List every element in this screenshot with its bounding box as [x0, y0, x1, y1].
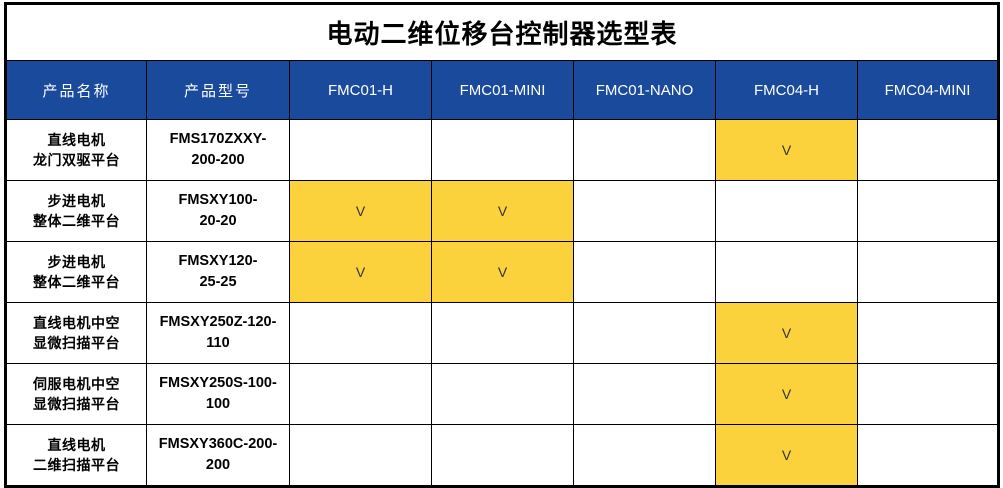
product-model-cell: FMS170ZXXY- 200-200	[146, 119, 290, 181]
mark-cell-fmc01-nano	[573, 302, 716, 364]
column-header-fmc04-h: FMC04-H	[715, 60, 858, 120]
table-row: 直线电机中空 显微扫描平台 FMSXY250Z-120- 110 V	[5, 302, 1000, 364]
product-name-line1: 直线电机	[47, 436, 106, 453]
table-row: 步进电机 整体二维平台 FMSXY100- 20-20 V V	[5, 180, 1000, 242]
product-model-line1: FMS170ZXXY-	[169, 130, 267, 147]
product-model-line2: 25-25	[199, 274, 237, 290]
mark-cell-fmc04-mini	[856, 241, 1000, 303]
product-model-line2: 110	[206, 335, 230, 351]
product-name-cell: 步进电机 整体二维平台	[5, 180, 147, 242]
product-name-line2: 显微扫描平台	[33, 396, 120, 412]
mark-cell-fmc01-h	[289, 119, 432, 181]
product-name-line2: 整体二维平台	[33, 274, 120, 290]
product-name-line1: 伺服电机中空	[33, 375, 120, 392]
product-name-cell: 直线电机 二维扫描平台	[5, 424, 147, 487]
mark-cell-fmc04-mini	[856, 180, 1000, 242]
product-name-cell: 伺服电机中空 显微扫描平台	[5, 363, 147, 425]
table-row: 直线电机 二维扫描平台 FMSXY360C-200- 200 V	[5, 424, 1000, 487]
product-name-line2: 龙门双驱平台	[33, 152, 120, 168]
table-row: 伺服电机中空 显微扫描平台 FMSXY250S-100- 100 V	[5, 363, 1000, 425]
mark-cell-fmc04-h: V	[715, 302, 858, 364]
product-model-cell: FMSXY120- 25-25	[146, 241, 290, 303]
product-model-cell: FMSXY360C-200- 200	[146, 424, 290, 487]
product-model-line1: FMSXY250Z-120-	[159, 313, 277, 330]
mark-cell-fmc04-mini	[856, 302, 1000, 364]
mark-cell-fmc01-h	[289, 424, 432, 487]
controller-selection-table: 电动二维位移台控制器选型表 产品名称 产品型号 FMC01-H FMC01-MI…	[4, 2, 1001, 488]
mark-cell-fmc01-nano	[573, 241, 716, 303]
mark-cell-fmc04-h	[715, 241, 858, 303]
mark-cell-fmc04-h: V	[715, 363, 858, 425]
mark-cell-fmc04-mini	[856, 119, 1000, 181]
title-row: 电动二维位移台控制器选型表	[5, 3, 999, 61]
product-name-line2: 二维扫描平台	[33, 457, 120, 473]
product-model-cell: FMSXY250Z-120- 110	[146, 302, 290, 364]
product-name-line2: 显微扫描平台	[33, 335, 120, 351]
mark-cell-fmc04-mini	[856, 363, 1000, 425]
mark-cell-fmc01-nano	[573, 119, 716, 181]
product-model-line2: 20-20	[199, 213, 237, 229]
column-header-fmc01-mini: FMC01-MINI	[431, 60, 574, 120]
column-header-product-model: 产品型号	[146, 60, 290, 120]
product-name-cell: 步进电机 整体二维平台	[5, 241, 147, 303]
product-name-line1: 步进电机	[47, 253, 106, 270]
table-row: 步进电机 整体二维平台 FMSXY120- 25-25 V V	[5, 241, 1000, 303]
product-name-line2: 整体二维平台	[33, 213, 120, 229]
product-model-line1: FMSXY120-	[178, 252, 258, 269]
product-model-line1: FMSXY100-	[178, 191, 258, 208]
product-name-cell: 直线电机中空 显微扫描平台	[5, 302, 147, 364]
mark-cell-fmc01-h	[289, 302, 432, 364]
product-name-line1: 步进电机	[47, 192, 106, 209]
mark-cell-fmc01-h	[289, 363, 432, 425]
product-model-line1: FMSXY250S-100-	[159, 374, 277, 391]
mark-cell-fmc01-nano	[573, 424, 716, 487]
table-header-row: 产品名称 产品型号 FMC01-H FMC01-MINI FMC01-NANO …	[5, 60, 1000, 120]
mark-cell-fmc04-mini	[856, 424, 1000, 487]
mark-cell-fmc01-mini	[431, 302, 574, 364]
mark-cell-fmc01-mini	[431, 424, 574, 487]
mark-cell-fmc01-nano	[573, 363, 716, 425]
page-title: 电动二维位移台控制器选型表	[5, 3, 999, 61]
product-name-cell: 直线电机 龙门双驱平台	[5, 119, 147, 181]
product-name-line1: 直线电机中空	[33, 314, 120, 331]
mark-cell-fmc01-nano	[573, 180, 716, 242]
product-model-line2: 100	[205, 396, 231, 412]
mark-cell-fmc01-mini: V	[431, 180, 574, 242]
product-model-cell: FMSXY250S-100- 100	[146, 363, 290, 425]
product-name-line1: 直线电机	[47, 131, 106, 148]
product-model-line2: 200	[205, 457, 231, 473]
column-header-fmc01-h: FMC01-H	[289, 60, 432, 120]
column-header-fmc01-nano: FMC01-NANO	[573, 60, 716, 120]
product-model-cell: FMSXY100- 20-20	[146, 180, 290, 242]
mark-cell-fmc01-mini	[431, 119, 574, 181]
mark-cell-fmc04-h: V	[715, 424, 858, 487]
table-row: 直线电机 龙门双驱平台 FMS170ZXXY- 200-200 V	[5, 119, 1000, 181]
mark-cell-fmc04-h: V	[715, 119, 858, 181]
mark-cell-fmc01-h: V	[289, 241, 432, 303]
mark-cell-fmc04-h	[715, 180, 858, 242]
mark-cell-fmc01-mini: V	[431, 241, 574, 303]
mark-cell-fmc01-h: V	[289, 180, 432, 242]
product-model-line1: FMSXY360C-200-	[158, 435, 278, 452]
column-header-fmc04-mini: FMC04-MINI	[856, 60, 1000, 120]
mark-cell-fmc01-mini	[431, 363, 574, 425]
product-model-line2: 200-200	[191, 152, 245, 168]
column-header-product-name: 产品名称	[5, 60, 147, 120]
